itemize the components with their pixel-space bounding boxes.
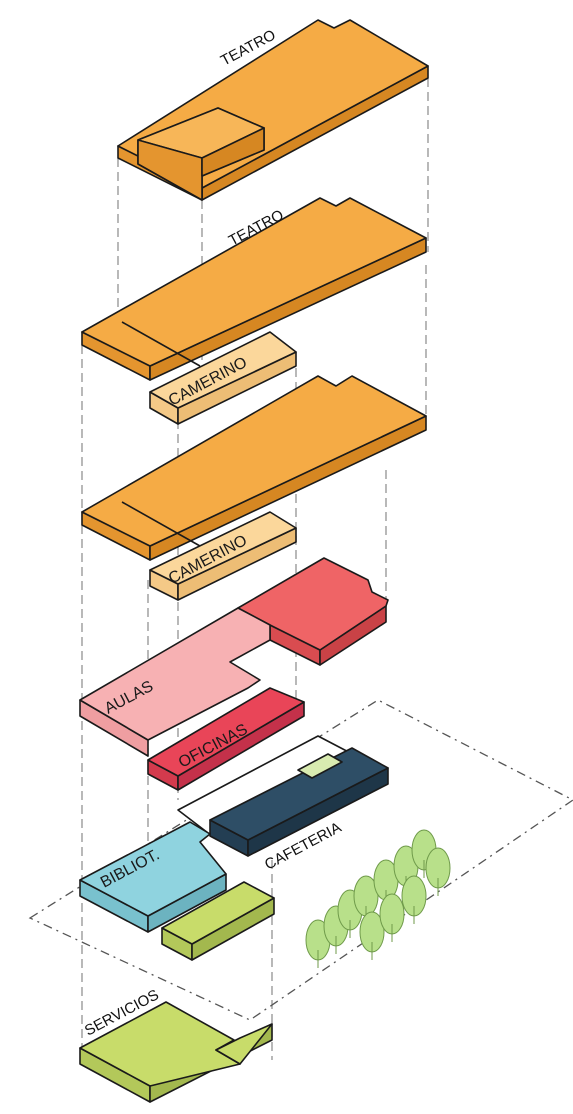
tree-icon bbox=[359, 911, 385, 960]
aulas-volume bbox=[79, 607, 271, 757]
tree-icon bbox=[379, 893, 405, 942]
servicios-volume bbox=[79, 1001, 273, 1103]
teatro-volume-mid bbox=[81, 197, 427, 381]
cafeteria-volume bbox=[209, 747, 389, 857]
bibliot-volume bbox=[79, 821, 227, 933]
aulas-upper-volume bbox=[237, 557, 389, 666]
trees-group bbox=[305, 829, 451, 968]
servicios-small-volume bbox=[161, 881, 275, 961]
tree-icon bbox=[401, 875, 427, 924]
teatro-volume-top bbox=[117, 19, 429, 201]
camerino-volume-1 bbox=[149, 331, 297, 425]
camerino-volume-2 bbox=[149, 511, 297, 601]
tree-icon bbox=[425, 847, 451, 896]
oficinas-volume bbox=[147, 687, 305, 791]
teatro-volume-low bbox=[81, 375, 427, 561]
